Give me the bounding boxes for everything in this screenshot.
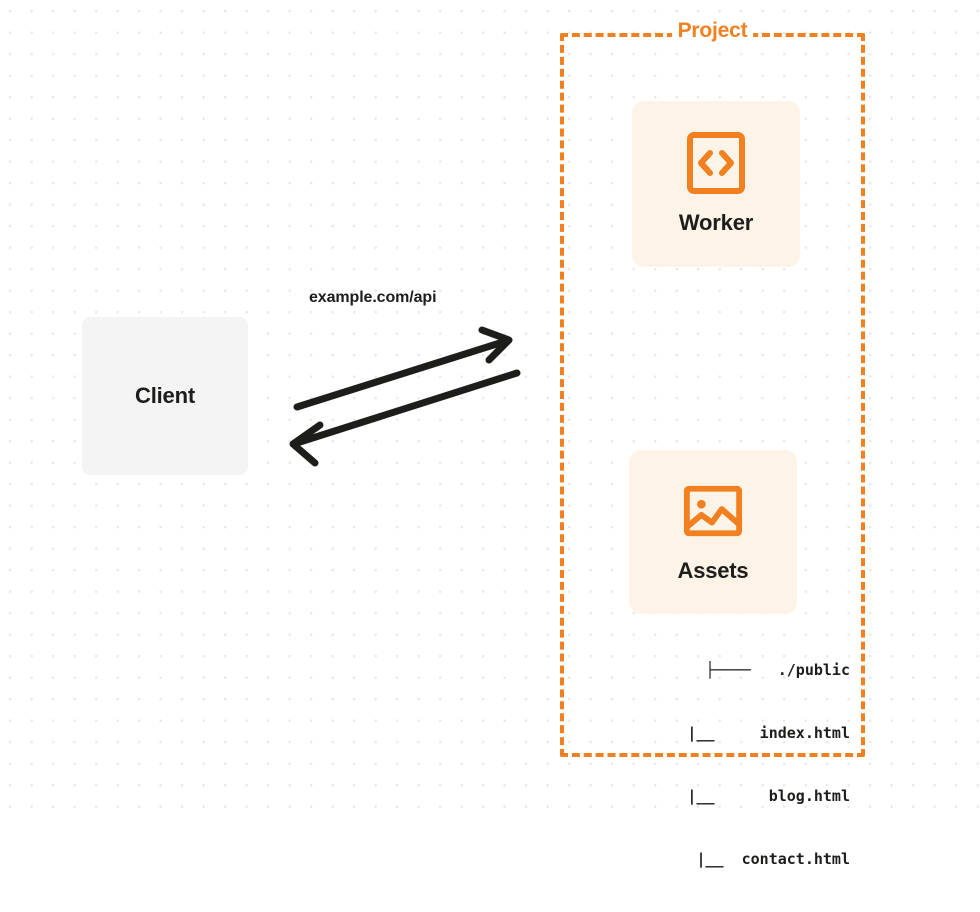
project-group: Project Worker Assets ├──── ./public |__… [560,19,865,868]
file-tree-row: ├──── ./public [705,661,851,679]
worker-node[interactable]: Worker [632,101,800,267]
assets-node[interactable]: Assets [629,450,797,614]
client-node[interactable]: Client [82,317,248,475]
file-tree-row: |__ index.html [678,724,850,742]
assets-file-tree: ├──── ./public |__ index.html |__ blog.h… [605,618,850,912]
code-brackets-icon [687,132,745,194]
client-node-label: Client [135,383,195,408]
image-picture-icon [683,485,743,537]
response-arrow-icon [289,369,521,467]
worker-node-label: Worker [678,210,754,235]
file-tree-row: |__ contact.html [687,850,850,868]
assets-node-label: Assets [677,558,749,583]
file-tree-row: |__ blog.html [678,787,850,805]
request-arrow-icon [293,326,513,411]
connection-label: example.com/api [309,289,437,306]
project-title: Project [671,19,754,43]
diagram-canvas: Client example.com/api Project Worker [0,0,980,868]
